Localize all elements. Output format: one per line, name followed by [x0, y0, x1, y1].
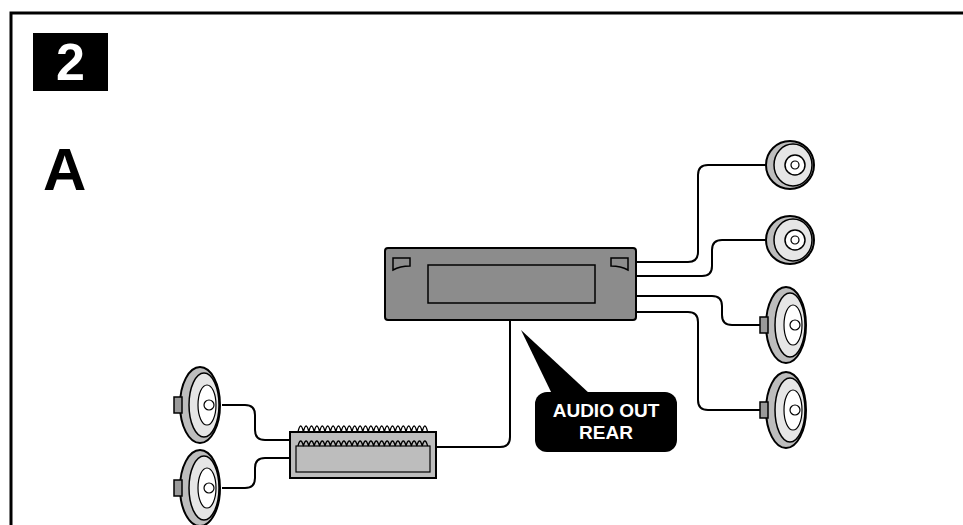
- amplifier: [290, 426, 436, 478]
- label-text: 2: [56, 36, 85, 88]
- frame: [11, 13, 963, 525]
- callout-label: AUDIO OUT REAR: [535, 392, 677, 452]
- label-text: AUDIO OUT REAR: [547, 400, 665, 444]
- callout-pointer: [521, 330, 590, 394]
- step-number-box: 2: [33, 33, 108, 91]
- speaker-wires: [222, 165, 766, 488]
- part-letter: A: [43, 140, 86, 200]
- head-unit: [385, 248, 636, 320]
